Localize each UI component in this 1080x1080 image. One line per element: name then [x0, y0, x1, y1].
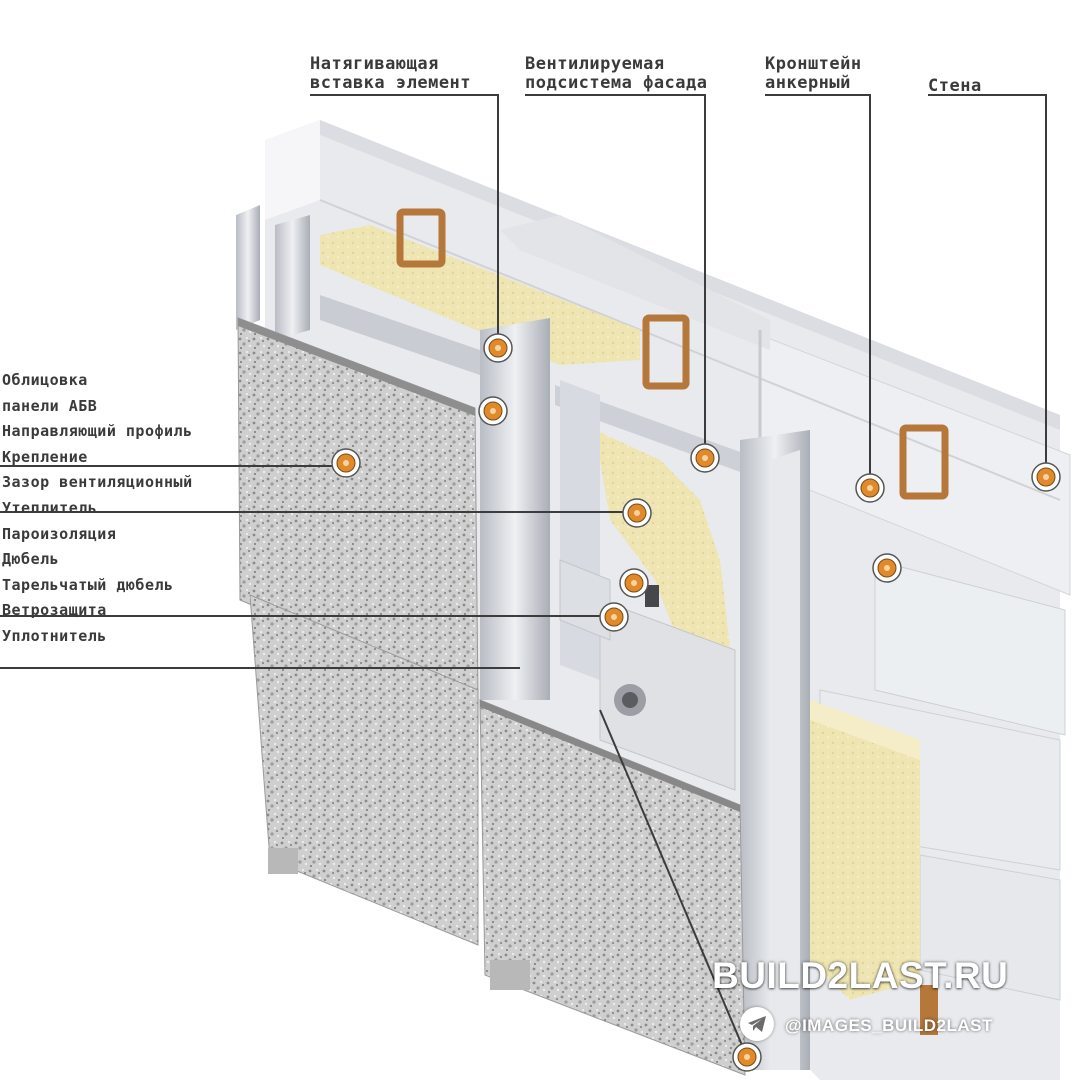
label-line: подсистема фасада	[525, 73, 708, 93]
label-line: Вентилируемая	[525, 54, 665, 74]
stone-cladding-panels	[237, 317, 746, 1076]
callout-markers	[331, 333, 1061, 1072]
left-label-insulation: Утеплитель	[2, 498, 98, 517]
callout-marker-8	[622, 498, 652, 528]
leader-line-4	[928, 94, 1047, 477]
callout-marker-3	[331, 448, 361, 478]
callout-marker-9	[619, 568, 649, 598]
leader-line-3	[765, 94, 871, 488]
callout-marker-11	[732, 1042, 762, 1072]
callout-marker-5	[855, 473, 885, 503]
leader-line-2	[525, 94, 706, 458]
left-label-sealant: Уплотнитель	[2, 626, 107, 645]
telegram-icon	[740, 1007, 774, 1041]
anchor-brackets	[396, 208, 949, 1035]
label-line: Кронштейн	[765, 54, 862, 74]
left-label-fastening: Крепление	[2, 447, 88, 466]
callout-marker-7	[872, 553, 902, 583]
left-labels: Облицовка панели АБВ Направляющий профил…	[2, 368, 193, 650]
callout-marker-1	[483, 333, 513, 363]
label-ventilated-subsystem: Вентилируемая подсистема фасада	[525, 55, 708, 93]
label-anchor-bracket: Кронштейн анкерный	[765, 55, 862, 93]
label-line: вставка элемент	[310, 73, 472, 93]
label-line: Натягивающая	[310, 54, 439, 74]
label-line: анкерный	[765, 73, 851, 93]
left-label-guide-profile: Направляющий профиль	[2, 422, 193, 441]
leader-line-1	[310, 94, 499, 348]
left-label-panels: панели АБВ	[2, 396, 98, 415]
leader-line-9	[599, 709, 748, 1058]
label-tensioning-insert: Натягивающая вставка элемент	[310, 55, 471, 93]
left-label-vapor-barrier: Пароизоляция	[2, 524, 117, 543]
left-label-vent-gap: Зазор вентиляционный	[2, 473, 193, 492]
left-label-cladding: Облицовка	[2, 371, 88, 389]
leader-lines	[0, 94, 1047, 1058]
label-line: Стена	[928, 76, 982, 96]
callout-marker-4	[690, 443, 720, 473]
callout-marker-2	[478, 396, 508, 426]
left-label-wind-barrier: Ветрозащита	[2, 601, 107, 620]
left-label-dowel: Дюбель	[2, 550, 60, 569]
left-label-disc-dowel: Тарельчатый дюбель	[2, 575, 174, 594]
watermark-handle: @IMAGES_BUILD2LAST	[785, 1016, 993, 1035]
callout-marker-10	[599, 602, 629, 632]
watermark-site: BUILD2LAST.RU	[712, 955, 1009, 996]
label-wall: Стена	[928, 77, 982, 96]
callout-marker-6	[1031, 462, 1061, 492]
